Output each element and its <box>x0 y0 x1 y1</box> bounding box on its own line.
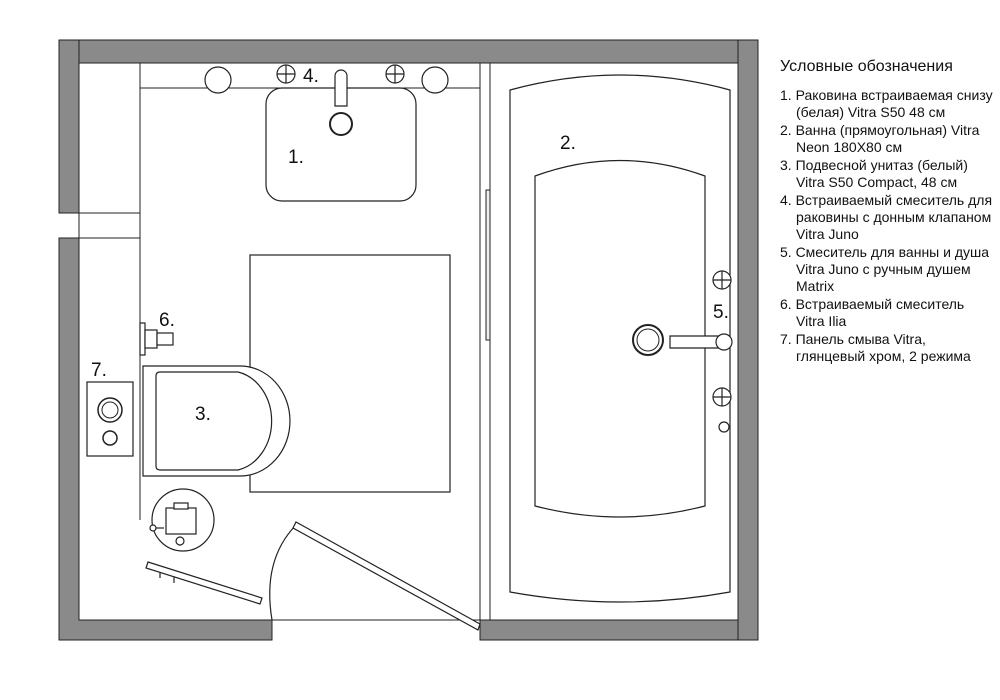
sink <box>204 64 449 202</box>
shower-outlet-icon <box>718 421 730 433</box>
sink-spout-icon <box>334 69 348 107</box>
flush-button-small <box>102 430 118 446</box>
built-in-mixer-icon <box>139 322 174 356</box>
legend-item: 5. Смеситель для ванны и душа Vitra Juno… <box>780 244 990 294</box>
bathtub-drain-inner <box>636 328 660 352</box>
valve-cross-icon <box>276 64 296 84</box>
flush-button-large-inner <box>101 401 119 419</box>
door <box>269 521 481 631</box>
toilet <box>142 365 291 477</box>
label-bathtub: 2. <box>560 133 576 154</box>
legend-item: 6. Встраиваемый смеситель Vitra Ilia <box>780 296 965 329</box>
legend-item: 2. Ванна (прямоугольная) Vitra Neon 180Х… <box>780 122 980 155</box>
legend-item: 4. Встраиваемый смеситель для раковины с… <box>780 192 993 242</box>
label-flush-panel: 7. <box>91 360 107 381</box>
legend-item: 1. Раковина встраиваемая снизу (белая) V… <box>780 87 993 120</box>
label-sink-mixer: 4. <box>303 66 319 87</box>
label-toilet: 3. <box>195 404 211 425</box>
legend-item: 7. Панель смыва Vitra, глянцевый хром, 2… <box>780 331 971 364</box>
wall-top <box>58 39 759 64</box>
towel-rail-icon <box>145 561 263 605</box>
wall-bottom-right <box>479 619 759 641</box>
door-swing-arc <box>269 524 297 621</box>
valve-cross-icon <box>712 387 732 407</box>
bath-mixer-body-icon <box>715 333 733 351</box>
label-built-in-mixer: 6. <box>159 310 175 331</box>
label-sink: 1. <box>288 147 304 168</box>
valve-cross-icon <box>712 270 732 290</box>
sink-tap-left-icon <box>204 66 232 94</box>
wall-left-upper <box>58 39 80 214</box>
legend-list: 1. Раковина встраиваемая снизу (белая) V… <box>780 87 995 365</box>
valve-cross-icon <box>385 64 405 84</box>
door-leaf <box>292 521 481 631</box>
label-bath-mixer: 5. <box>713 302 729 323</box>
legend-title: Условные обозначения <box>780 58 953 75</box>
glass-screen <box>485 189 491 341</box>
bath-mat <box>249 254 451 493</box>
floor-fixture-icon <box>149 488 215 552</box>
toilet-seat <box>155 371 273 471</box>
sink-tap-right-icon <box>421 66 449 94</box>
flush-panel <box>86 381 134 457</box>
legend: Условные обозначения 1. Раковина встраив… <box>780 58 995 366</box>
wall-right <box>737 39 759 641</box>
bathtub-inner <box>534 159 706 518</box>
legend-item: 3. Подвесной унитаз (белый) Vitra S50 Co… <box>780 157 968 190</box>
sink-drain <box>329 112 353 136</box>
bathtub <box>509 74 733 603</box>
